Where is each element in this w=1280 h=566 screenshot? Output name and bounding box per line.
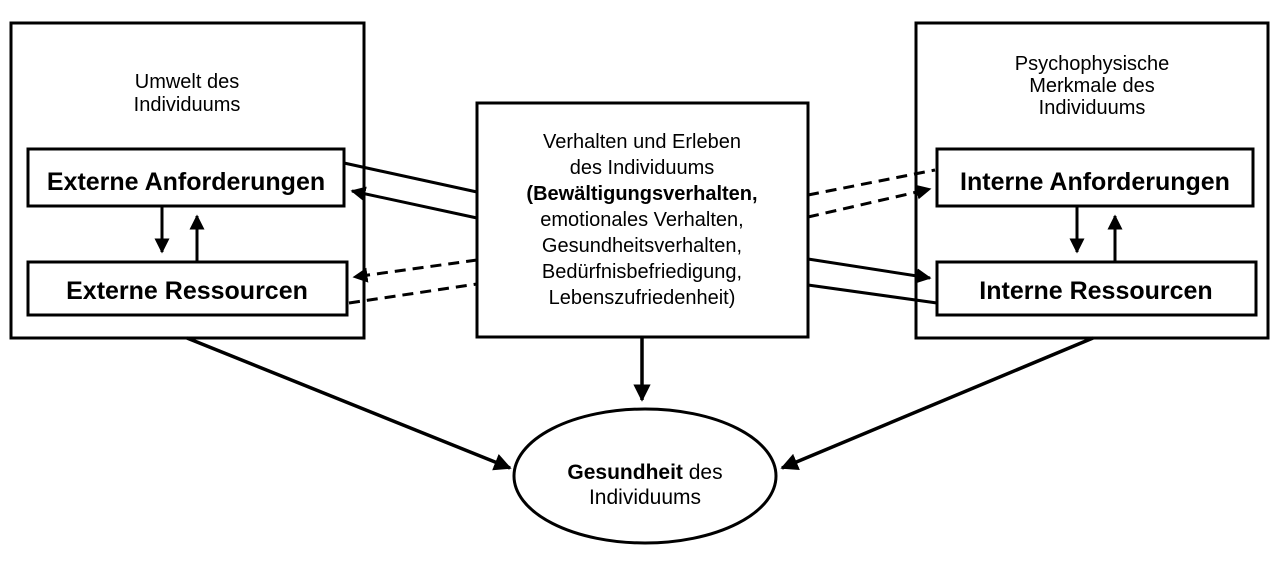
arrow-psychophysical-to-health — [780, 336, 1094, 470]
environment-title-line2: Individuums — [134, 94, 241, 116]
behavior-text-line6: Bedürfnisbefriedigung, — [542, 261, 742, 283]
environment-title-line1: Umwelt des — [135, 71, 239, 93]
behavior-box — [475, 101, 810, 339]
external-resources-label: Externe Ressourcen — [66, 277, 308, 305]
external-demands-box — [26, 147, 346, 208]
behavior-text-line1: Verhalten und Erleben — [543, 131, 741, 153]
psychophysical-title-line3: Individuums — [1039, 97, 1146, 119]
behavior-text-line5: Gesundheitsverhalten, — [542, 235, 742, 257]
line-external-demands-to-behavior — [343, 161, 478, 194]
behavior-text-line2: des Individuums — [570, 157, 715, 179]
line-internal-demands-to-behavior-dashed — [807, 168, 936, 197]
internal-demands-label: Interne Anforderungen — [960, 168, 1230, 196]
health-label-line1: Gesundheit des — [567, 461, 722, 484]
external-demands-label: Externe Anforderungen — [47, 168, 325, 196]
behavior-text-line4: emotionales Verhalten, — [540, 209, 743, 231]
internal-resources-label: Interne Ressourcen — [979, 277, 1212, 305]
arrow-behavior-to-internal-resources — [807, 257, 932, 284]
psychophysical-title-line2: Merkmale des — [1029, 75, 1155, 97]
arrow-behavior-to-external-resources-dashed — [352, 258, 478, 283]
line-internal-resources-to-behavior — [807, 283, 938, 305]
arrow-behavior-to-internal-demands-dashed — [807, 184, 932, 219]
health-label-bold: Gesundheit — [567, 461, 683, 484]
internal-demands-box — [935, 147, 1255, 208]
health-label-rest: des — [683, 461, 723, 484]
behavior-text-line3-bold: (Bewältigungsverhalten, — [526, 183, 757, 205]
psychophysical-title-line1: Psychophysische — [1015, 53, 1170, 75]
arrow-behavior-to-external-demands — [350, 186, 478, 220]
internal-resources-box — [935, 260, 1258, 317]
behavior-text-line7: Lebenszufriedenheit) — [549, 287, 736, 309]
line-external-resources-to-behavior-dashed — [348, 282, 478, 305]
arrow-environment-to-health — [186, 336, 512, 471]
health-ellipse — [512, 407, 778, 545]
health-label-line2: Individuums — [589, 486, 701, 509]
external-resources-box — [26, 260, 349, 317]
